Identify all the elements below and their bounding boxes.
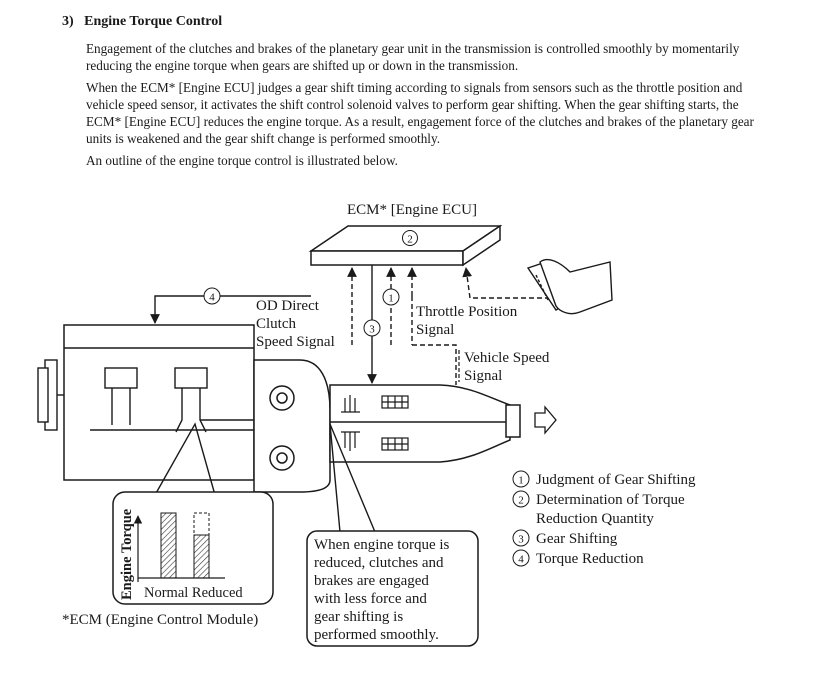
throttle-pedal-line xyxy=(462,267,550,299)
note-box: When engine torque is reduced, clutches … xyxy=(306,530,479,647)
torque-converter xyxy=(253,359,331,493)
svg-text:1: 1 xyxy=(518,475,524,487)
vehicle-speed-label-1: Vehicle Speed xyxy=(464,350,550,366)
od-signal-label-3: Speed Signal xyxy=(256,334,335,350)
ecm-footnote: *ECM (Engine Control Module) xyxy=(62,612,258,628)
paragraph-outline: An outline of the engine torque control … xyxy=(86,153,398,168)
torque-inset-chart: Engine Torque Normal Reduced xyxy=(112,491,274,605)
svg-text:2: 2 xyxy=(407,234,413,246)
svg-text:2: 2 xyxy=(518,495,524,507)
svg-text:Reduction Quantity: Reduction Quantity xyxy=(536,511,654,527)
note-line: gear shifting is xyxy=(314,609,403,625)
svg-text:1: 1 xyxy=(388,293,394,305)
section-number: 3) xyxy=(62,14,74,29)
svg-text:4: 4 xyxy=(518,554,524,566)
note-line: When engine torque is xyxy=(314,537,450,553)
od-signal-label-1: OD Direct xyxy=(256,298,320,314)
marker-4: 4 xyxy=(203,287,221,305)
legend-item-2: 2 Determination of Torque Reduction Quan… xyxy=(512,490,685,527)
svg-text:Determination of Torque: Determination of Torque xyxy=(536,492,685,508)
note-line: with less force and xyxy=(314,591,427,607)
legend-item-3: 3 Gear Shifting xyxy=(512,529,618,547)
note-line: reduced, clutches and xyxy=(314,555,444,571)
note-line: performed smoothly. xyxy=(314,627,439,643)
marker-1: 1 xyxy=(382,288,400,306)
planetary-gear-icon xyxy=(341,395,409,451)
legend: 1 Judgment of Gear Shifting 2 Determinat… xyxy=(512,470,696,567)
od-signal-label-2: Clutch xyxy=(256,316,296,332)
throttle-label-2: Signal xyxy=(416,322,454,338)
vehicle-speed-label-2: Signal xyxy=(464,368,502,384)
chart-y-label: Engine Torque xyxy=(119,508,135,600)
note-line: brakes are engaged xyxy=(314,573,429,589)
section-heading: 3) Engine Torque Control xyxy=(62,14,222,30)
legend-item-1: 1 Judgment of Gear Shifting xyxy=(512,470,696,488)
engine-block xyxy=(63,324,255,481)
throttle-label-1: Throttle Position xyxy=(416,304,518,320)
bar-reduced xyxy=(193,534,210,579)
svg-text:4: 4 xyxy=(209,292,215,304)
marker-3: 3 xyxy=(363,319,381,337)
paragraph-ecm-explanation: When the ECM* [Engine ECU] judges a gear… xyxy=(86,80,754,146)
svg-text:Gear Shifting: Gear Shifting xyxy=(536,531,618,547)
marker-2: 2 xyxy=(402,230,418,246)
section-title: Engine Torque Control xyxy=(84,14,223,29)
accelerator-pedal-icon xyxy=(526,258,613,315)
output-arrow-icon xyxy=(534,405,557,435)
svg-text:Judgment of Gear Shifting: Judgment of Gear Shifting xyxy=(536,472,696,488)
transmission-housing xyxy=(329,384,521,463)
bar-normal xyxy=(160,512,177,579)
piston-icon xyxy=(104,367,208,433)
ecm-title: ECM* [Engine ECU] xyxy=(347,202,477,218)
torque-reduction-line xyxy=(150,295,311,324)
chart-x-label: Normal Reduced xyxy=(144,585,243,601)
engine-pulley-icon xyxy=(37,359,64,431)
paragraph-intro: Engagement of the clutches and brakes of… xyxy=(86,41,740,73)
svg-text:3: 3 xyxy=(518,534,524,546)
vehicle-speed-line xyxy=(412,344,457,385)
svg-text:Torque Reduction: Torque Reduction xyxy=(536,551,644,567)
svg-text:3: 3 xyxy=(369,324,375,336)
legend-item-4: 4 Torque Reduction xyxy=(512,549,644,567)
